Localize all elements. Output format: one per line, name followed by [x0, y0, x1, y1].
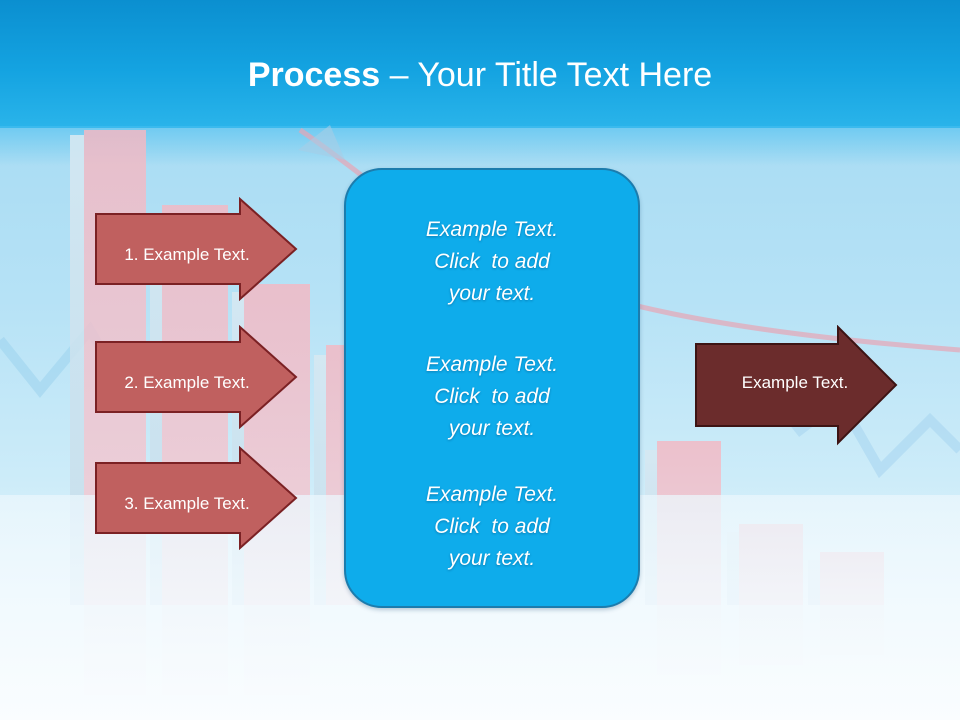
- slide-title-rest: – Your Title Text Here: [380, 56, 713, 94]
- center-paragraph-line: Example Text.: [425, 218, 559, 241]
- slide-title[interactable]: Process – Your Title Text Here: [0, 52, 960, 98]
- center-text-box[interactable]: Example Text. Click to add your text. Ex…: [344, 168, 640, 608]
- center-paragraph-2: Example Text. Click to add your text.: [346, 349, 638, 445]
- left-arrow-3-shape[interactable]: [94, 446, 300, 550]
- center-paragraph-line: Example Text.: [425, 483, 559, 506]
- center-paragraph-3: Example Text. Click to add your text.: [346, 479, 638, 575]
- center-paragraph-line: Click to add: [434, 385, 550, 408]
- center-paragraph-line: your text.: [448, 547, 536, 570]
- background-trend-arrowhead: [298, 125, 345, 160]
- right-arrow-label: Example Text.: [741, 373, 849, 392]
- center-paragraph-1: Example Text. Click to add your text.: [346, 214, 638, 310]
- left-arrow-2-label: 2. Example Text.: [124, 373, 250, 392]
- left-arrow-1-shape[interactable]: [94, 197, 300, 301]
- left-arrow-3-label: 3. Example Text.: [124, 494, 250, 513]
- center-paragraph-line: Click to add: [434, 515, 550, 538]
- right-arrow-shape[interactable]: [694, 325, 900, 447]
- left-arrow-2-shape[interactable]: [94, 325, 300, 429]
- background-bar-side: [70, 135, 84, 605]
- slide-title-strong: Process: [247, 56, 381, 94]
- left-arrow-1-label: 1. Example Text.: [124, 245, 250, 264]
- header-band: [0, 0, 960, 128]
- header-fade: [0, 126, 960, 166]
- center-paragraph-line: your text.: [448, 417, 536, 440]
- center-paragraph-line: Click to add: [434, 250, 550, 273]
- center-paragraph-line: Example Text.: [425, 353, 559, 376]
- center-paragraph-line: your text.: [448, 282, 536, 305]
